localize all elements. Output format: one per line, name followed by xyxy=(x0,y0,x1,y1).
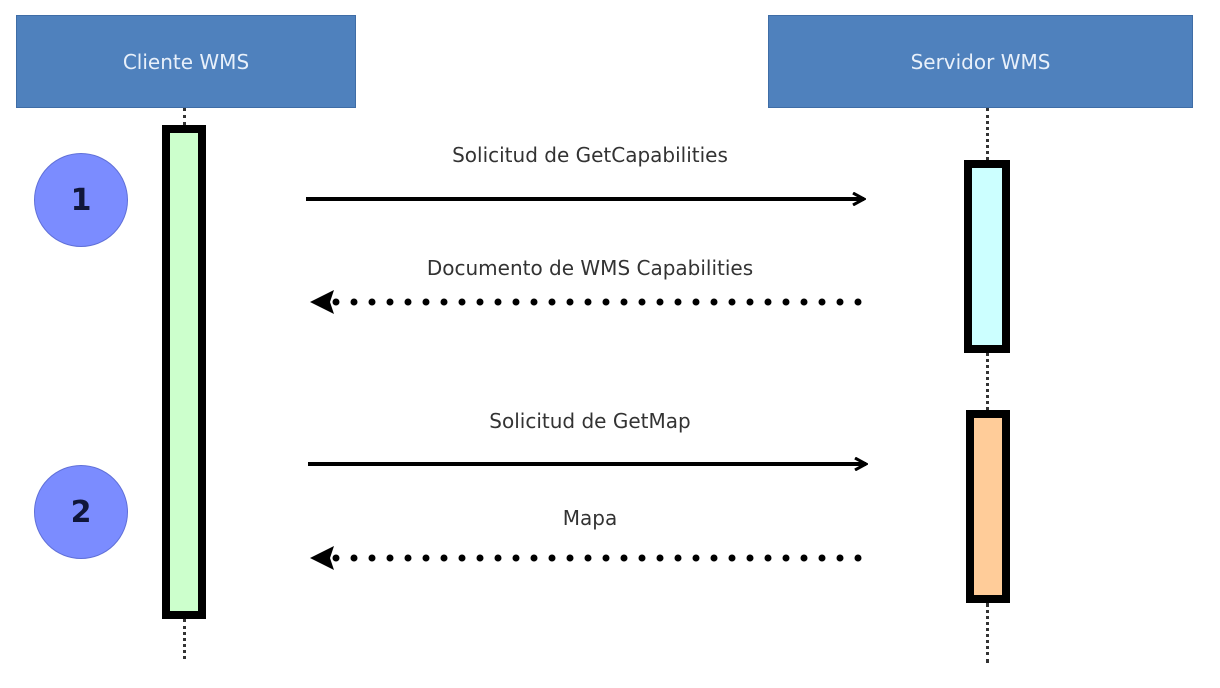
actor-server-label: Servidor WMS xyxy=(910,49,1051,74)
server-activation-bar-getmap xyxy=(966,410,1010,603)
actor-client-label: Cliente WMS xyxy=(122,49,250,74)
message-label-getcapabilities-request: Solicitud de GetCapabilities xyxy=(452,143,728,167)
step-1-number: 1 xyxy=(70,182,92,218)
server-lifeline-bottom xyxy=(986,603,989,663)
server-activation-bar-capabilities xyxy=(964,160,1010,353)
server-lifeline-top xyxy=(986,108,989,160)
actor-client-box: Cliente WMS xyxy=(16,15,356,108)
arrow-map-response xyxy=(310,546,880,570)
actor-server-box: Servidor WMS xyxy=(768,15,1193,108)
message-label-capabilities-document: Documento de WMS Capabilities xyxy=(426,256,754,280)
server-lifeline-mid xyxy=(986,353,989,410)
step-1-circle: 1 xyxy=(34,153,128,247)
client-activation-bar xyxy=(162,125,206,619)
client-lifeline-top xyxy=(183,108,186,125)
message-label-getmap-request: Solicitud de GetMap xyxy=(489,409,691,433)
step-2-circle: 2 xyxy=(34,465,128,559)
client-lifeline-bottom xyxy=(183,619,186,659)
arrow-capabilities-document xyxy=(310,290,880,314)
message-label-map-response: Mapa xyxy=(562,506,618,530)
step-2-number: 2 xyxy=(70,494,92,530)
